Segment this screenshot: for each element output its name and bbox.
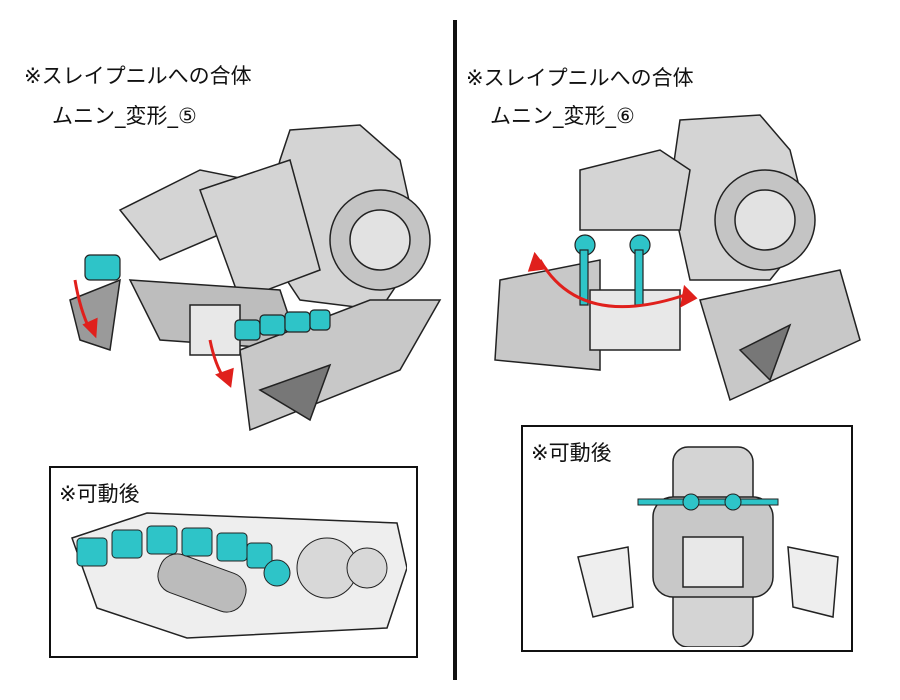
panel-divider	[453, 20, 457, 680]
right-inset-illustration	[577, 446, 839, 647]
left-inset-label: ※可動後	[59, 482, 140, 506]
rotate-arrow-icon	[527, 251, 698, 309]
right-after-movement-inset: ※可動後	[521, 425, 853, 652]
right-inset-label: ※可動後	[531, 441, 612, 465]
left-inset-illustration	[71, 512, 407, 639]
right-step-title: ※スレイプニルへの合体	[466, 66, 694, 90]
right-robot-illustration	[494, 114, 861, 402]
left-step-title: ※スレイプニルへの合体	[24, 64, 252, 88]
rotate-arrow-icon	[73, 279, 234, 388]
right-step-subtitle: ムニン_変形_⑥	[490, 104, 635, 128]
left-step-subtitle: ムニン_変形_⑤	[52, 104, 197, 128]
cyan-parts	[574, 234, 651, 306]
left-robot-illustration	[69, 124, 442, 432]
cyan-parts	[84, 254, 331, 341]
left-after-movement-inset: ※可動後	[49, 466, 418, 658]
